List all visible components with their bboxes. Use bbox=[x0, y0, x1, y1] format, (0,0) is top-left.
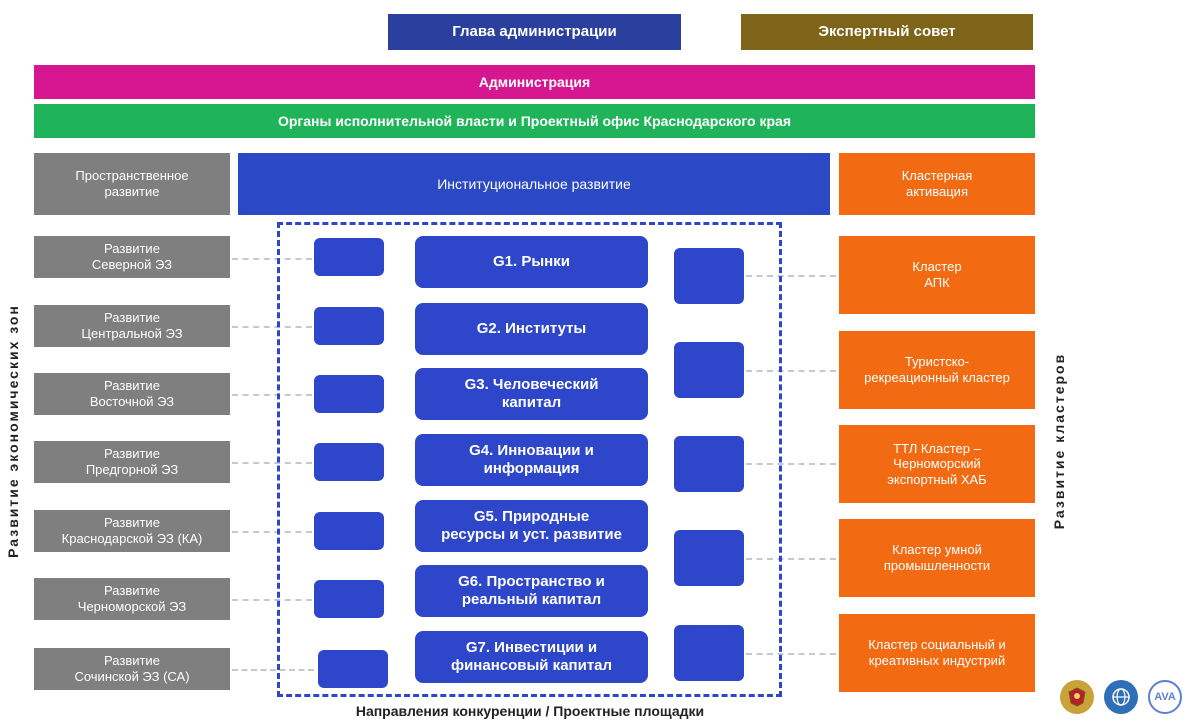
connector-line bbox=[232, 599, 312, 601]
competition-directions-frame bbox=[277, 222, 782, 697]
connector-line bbox=[746, 653, 836, 655]
zone-central-box: Развитие Центральной ЭЗ bbox=[34, 305, 230, 347]
administration-bar: Администрация bbox=[34, 65, 1035, 99]
expert-council-label: Экспертный совет bbox=[818, 23, 956, 40]
cluster-activation-header: Кластерная активация bbox=[839, 153, 1035, 215]
institutional-development-label: Институциональное развитие bbox=[437, 175, 631, 192]
zone-krasnodar-box: Развитие Краснодарской ЭЗ (КА) bbox=[34, 510, 230, 552]
bottom-caption: Направления конкуренции / Проектные площ… bbox=[355, 703, 705, 719]
goal-g5-natural-resources: G5. Природные ресурсы и уст. развитие bbox=[415, 500, 648, 552]
administration-label: Администрация bbox=[478, 73, 591, 90]
zone-north-box: Развитие Северной ЭЗ bbox=[34, 236, 230, 278]
zone-sochi-box: Развитие Сочинской ЭЗ (СА) bbox=[34, 648, 230, 690]
project-site-square bbox=[318, 650, 388, 688]
spatial-development-header: Пространственное развитие bbox=[34, 153, 230, 215]
zone-label: Развитие Сочинской ЭЗ (СА) bbox=[74, 653, 190, 684]
project-site-square bbox=[674, 530, 744, 586]
cluster-label: ТТЛ Кластер – Черноморский экспортный ХА… bbox=[887, 440, 987, 487]
goal-g1-markets: G1. Рынки bbox=[415, 236, 648, 288]
cluster-activation-label: Кластерная активация bbox=[901, 168, 973, 199]
globe-icon bbox=[1104, 680, 1138, 714]
project-site-square bbox=[314, 443, 384, 481]
connector-line bbox=[746, 275, 836, 277]
goal-label: G6. Пространство и реальный капитал bbox=[458, 573, 605, 608]
connector-line bbox=[232, 326, 312, 328]
project-site-square bbox=[314, 580, 384, 618]
goal-label: G3. Человеческий капитал bbox=[464, 376, 599, 411]
project-site-square bbox=[314, 375, 384, 413]
connector-line bbox=[746, 370, 836, 372]
left-vertical-label: Развитие экономических зон bbox=[5, 304, 21, 558]
goal-g3-human-capital: G3. Человеческий капитал bbox=[415, 368, 648, 420]
zone-label: Развитие Центральной ЭЗ bbox=[81, 310, 183, 341]
head-of-administration-label: Глава администрации bbox=[452, 23, 617, 40]
ava-logo-text: AVA bbox=[1154, 691, 1176, 703]
cluster-label: Туристско- рекреационный кластер bbox=[864, 354, 1010, 385]
project-site-square bbox=[314, 238, 384, 276]
cluster-tourism-box: Туристско- рекреационный кластер bbox=[839, 331, 1035, 409]
spatial-development-label: Пространственное развитие bbox=[75, 168, 189, 199]
cluster-label: Кластер социальный и креативных индустри… bbox=[868, 637, 1006, 668]
project-site-square bbox=[674, 436, 744, 492]
project-site-square bbox=[674, 342, 744, 398]
cluster-label: Кластер умной промышленности bbox=[883, 542, 991, 573]
goal-label: G4. Инновации и информация bbox=[469, 442, 594, 477]
cluster-label: Кластер АПК bbox=[912, 259, 962, 290]
goal-label: G1. Рынки bbox=[493, 253, 570, 270]
goal-g7-investments: G7. Инвестиции и финансовый капитал bbox=[415, 631, 648, 683]
project-site-square bbox=[674, 248, 744, 304]
zone-label: Развитие Северной ЭЗ bbox=[91, 241, 173, 272]
project-site-square bbox=[674, 625, 744, 681]
goal-label: G5. Природные ресурсы и уст. развитие bbox=[441, 508, 622, 543]
institutional-development-header: Институциональное развитие bbox=[238, 153, 830, 215]
cluster-social-creative-box: Кластер социальный и креативных индустри… bbox=[839, 614, 1035, 692]
ava-logo: AVA bbox=[1148, 680, 1182, 714]
connector-line bbox=[232, 462, 312, 464]
connector-line bbox=[232, 258, 312, 260]
project-site-square bbox=[314, 307, 384, 345]
head-of-administration-box: Глава администрации bbox=[388, 14, 681, 50]
goal-g6-space: G6. Пространство и реальный капитал bbox=[415, 565, 648, 617]
goal-label: G2. Институты bbox=[476, 320, 587, 337]
project-site-square bbox=[314, 512, 384, 550]
goal-label: G7. Инвестиции и финансовый капитал bbox=[450, 639, 613, 674]
zone-label: Развитие Предгорной ЭЗ bbox=[85, 446, 179, 477]
zone-foothill-box: Развитие Предгорной ЭЗ bbox=[34, 441, 230, 483]
connector-line bbox=[746, 463, 836, 465]
connector-line bbox=[232, 531, 312, 533]
goal-g2-institutions: G2. Институты bbox=[415, 303, 648, 355]
crest-icon bbox=[1060, 680, 1094, 714]
zone-label: Развитие Черноморской ЭЗ bbox=[77, 583, 187, 614]
executive-organs-bar: Органы исполнительной власти и Проектный… bbox=[34, 104, 1035, 138]
cluster-ttl-box: ТТЛ Кластер – Черноморский экспортный ХА… bbox=[839, 425, 1035, 503]
zone-label: Развитие Краснодарской ЭЗ (КА) bbox=[61, 515, 203, 546]
cluster-agro-box: Кластер АПК bbox=[839, 236, 1035, 314]
cluster-smart-industry-box: Кластер умной промышленности bbox=[839, 519, 1035, 597]
zone-black-sea-box: Развитие Черноморской ЭЗ bbox=[34, 578, 230, 620]
executive-organs-label: Органы исполнительной власти и Проектный… bbox=[277, 112, 792, 129]
connector-line bbox=[232, 669, 314, 671]
connector-line bbox=[746, 558, 836, 560]
goal-g4-innovation: G4. Инновации и информация bbox=[415, 434, 648, 486]
zone-label: Развитие Восточной ЭЗ bbox=[89, 378, 175, 409]
zone-east-box: Развитие Восточной ЭЗ bbox=[34, 373, 230, 415]
connector-line bbox=[232, 394, 312, 396]
expert-council-box: Экспертный совет bbox=[741, 14, 1033, 50]
right-vertical-label: Развитие кластеров bbox=[1051, 352, 1067, 530]
